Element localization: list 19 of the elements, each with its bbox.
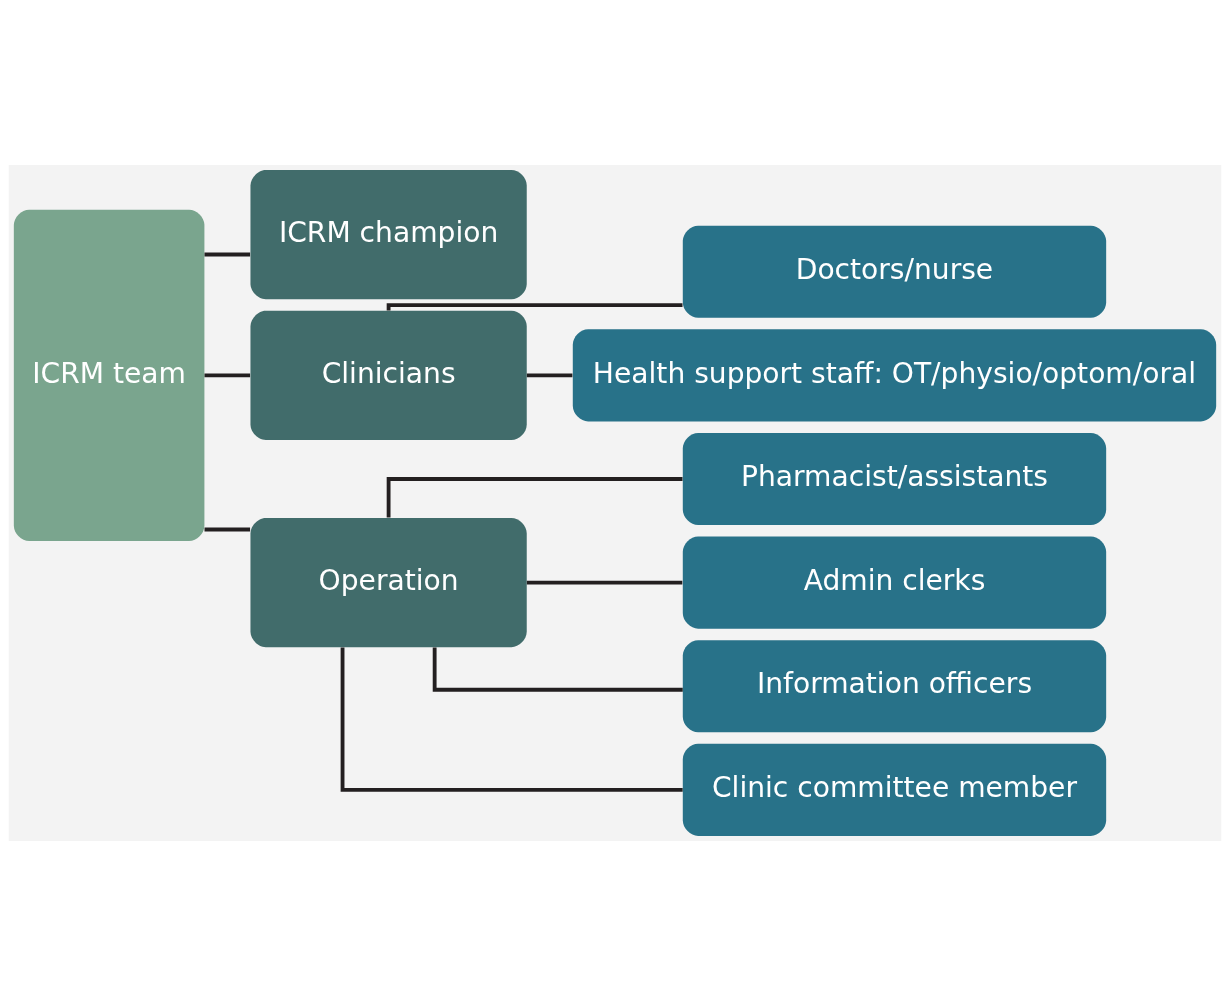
connector bbox=[386, 302, 683, 311]
connector bbox=[526, 373, 573, 377]
connector bbox=[204, 527, 251, 531]
node-box: Clinicians bbox=[250, 310, 527, 440]
node-box: Clinic committee member bbox=[682, 743, 1107, 836]
node-box: Admin clerks bbox=[682, 536, 1107, 629]
connector bbox=[204, 373, 251, 377]
node-box: Doctors/nurse bbox=[682, 225, 1107, 318]
node-box: ICRM team bbox=[13, 209, 205, 541]
node-box: Pharmacist/assistants bbox=[682, 432, 1107, 525]
connector bbox=[432, 646, 683, 692]
node-box: ICRM champion bbox=[250, 169, 527, 299]
connector bbox=[526, 580, 683, 585]
node-box: Information officers bbox=[682, 639, 1107, 732]
connector bbox=[386, 476, 683, 518]
connector bbox=[204, 252, 251, 256]
connector bbox=[340, 647, 683, 792]
node-box: Operation bbox=[250, 517, 527, 647]
node-box: Health support staff: OT/physio/optom/oral bbox=[572, 328, 1217, 421]
